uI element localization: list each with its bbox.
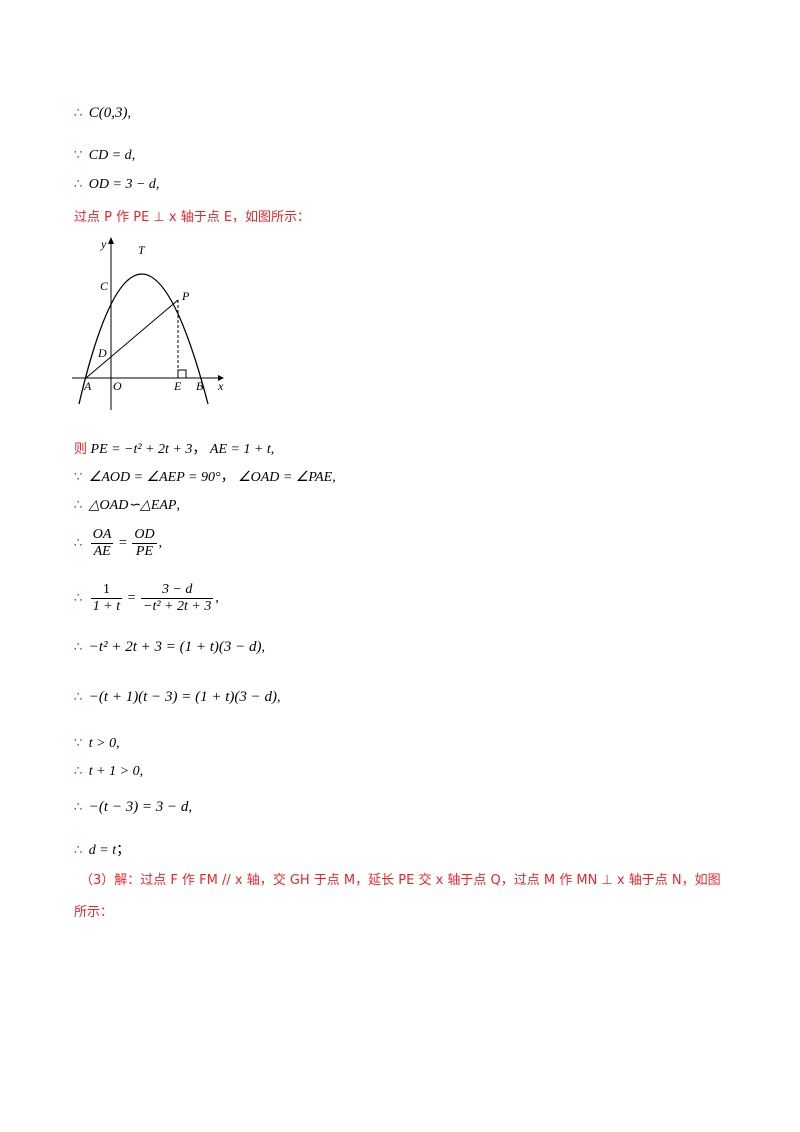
parabola-figure: y x T C P D A O E B [72,237,224,410]
punct: , [276,690,281,705]
line-construct-pe: 过点 P 作 PE ⊥ x 轴于点 E，如图所示： [74,210,311,225]
equals: = [127,590,136,606]
therefore-symbol: ∴ [74,843,83,858]
therefore-symbol: ∴ [74,498,83,513]
label-x: x [217,379,224,393]
label-e: E [173,379,182,393]
line-factor: ∴ −(t + 1)(t − 3) = (1 + t)(3 − d), [74,688,280,707]
punct: , [270,442,275,457]
numerator: OD [132,527,157,544]
line-cd: ∵ CD = d, [74,147,135,165]
expr2: ∠OAD = ∠PAE [238,470,333,485]
line-angles: ∵ ∠AOD = ∠AEP = 90°， ∠OAD = ∠PAE, [74,469,336,487]
punct: , [155,177,160,192]
punct: , [188,800,192,815]
expr: d = t [88,843,117,858]
therefore-symbol: ∴ [74,640,83,655]
punct: , [176,498,180,513]
sep: ， [220,470,235,485]
punct: , [131,148,136,163]
segment-ap [85,299,179,379]
y-axis-arrow [108,237,114,244]
because-symbol: ∵ [74,470,83,485]
therefore-symbol: ∴ [74,764,83,779]
expr: t > 0 [88,736,117,751]
expr: ∠AOD = ∠AEP = 90° [88,470,221,485]
x-axis-arrow [218,375,224,381]
line-d-equals-t: ∴ d = t； [74,842,130,860]
fraction-right: OD PE [132,527,157,560]
expr: CD = d [88,148,132,163]
fraction-left: OA AE [90,527,114,560]
line-part3-construction: （3）解：过点 F 作 FM // x 轴，交 GH 于点 M，延长 PE 交 … [80,873,721,888]
numerator: 1 [90,582,123,599]
label-t: T [138,243,146,257]
label-y: y [100,237,107,251]
punct: , [215,590,219,606]
punct: , [116,736,120,751]
numerator: OA [90,527,114,544]
expr: C(0,3) [88,105,128,121]
expr: PE = −t² + 2t + 3 [90,442,193,457]
line-simplified: ∴ −(t − 3) = 3 − d, [74,798,192,817]
punct: ； [116,843,131,858]
sep: ， [192,442,207,457]
punct: , [158,535,163,551]
equals: = [118,535,127,551]
line-t-positive: ∵ t > 0, [74,735,120,753]
expr: −(t − 3) = 3 − d [88,799,189,815]
expr: −t² + 2t + 3 = (1 + t)(3 − d) [88,639,262,655]
denominator: AE [93,544,111,559]
line-ratio: ∴ OA AE = OD PE , [74,527,162,560]
punct: , [127,106,132,121]
fraction-right: 3 − d −t² + 2t + 3 [141,582,214,615]
expr: △OAD∽△EAP [88,498,177,513]
numerator: 3 − d [141,582,214,599]
therefore-symbol: ∴ [74,177,83,192]
denominator: −t² + 2t + 3 [143,599,212,614]
then-word: 则 [74,442,88,457]
therefore-symbol: ∴ [74,590,83,606]
label-b: B [196,379,204,393]
expr: −(t + 1)(t − 3) = (1 + t)(3 − d) [88,689,277,705]
therefore-symbol: ∴ [74,800,83,815]
expr: t + 1 > 0 [88,764,140,779]
punct: , [139,764,144,779]
line-c-point: ∴ C(0,3), [74,104,131,123]
line-od: ∴ OD = 3 − d, [74,176,159,194]
therefore-symbol: ∴ [74,690,83,705]
line-ratio-substituted: ∴ 1 1 + t = 3 − d −t² + 2t + 3 , [74,582,219,615]
label-a: A [83,379,92,393]
parabola-curve [78,273,209,405]
punct: , [332,470,336,485]
label-d: D [97,346,107,360]
line-similar: ∴ △OAD∽△EAP, [74,497,180,515]
label-p: P [181,289,190,303]
denominator: 1 + t [92,599,121,614]
punct: , [261,640,266,655]
label-o: O [113,379,122,393]
expr: OD = 3 − d [88,177,156,192]
fraction-left: 1 1 + t [90,582,123,615]
label-c: C [100,279,109,293]
line-cross-multiply: ∴ −t² + 2t + 3 = (1 + t)(3 − d), [74,638,265,657]
denominator: PE [135,544,154,559]
line-pe-ae: 则 PE = −t² + 2t + 3， AE = 1 + t, [74,441,274,459]
therefore-symbol: ∴ [74,106,83,121]
line-part3-continued: 所示： [74,905,114,920]
right-angle-mark [177,369,187,379]
therefore-symbol: ∴ [74,535,83,551]
because-symbol: ∵ [74,736,83,751]
because-symbol: ∵ [74,148,83,163]
expr2: AE = 1 + t [209,442,271,457]
line-t-plus-one: ∴ t + 1 > 0, [74,763,143,781]
